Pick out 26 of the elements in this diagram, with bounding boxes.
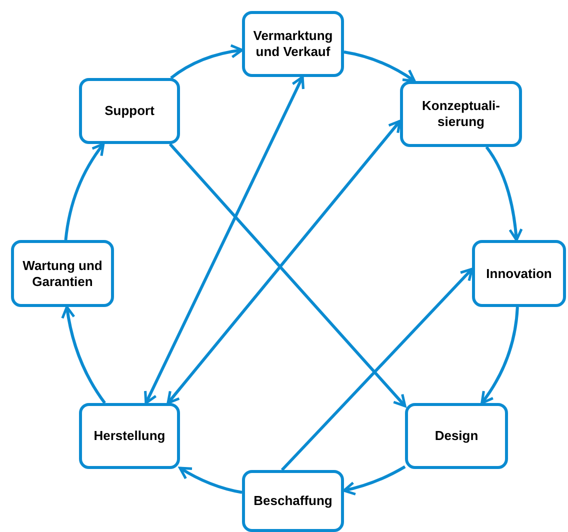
box-label: Innovation: [486, 266, 552, 282]
arrow: [178, 466, 242, 494]
box-label: Konzeptuali- sierung: [421, 98, 501, 130]
process-box: [79, 403, 180, 469]
arrow: [61, 306, 106, 404]
box-label: Wartung und Garantien: [22, 258, 104, 290]
process-box: [242, 11, 344, 77]
arrow: [485, 146, 523, 242]
box-label: Herstellung: [94, 428, 166, 444]
process-box: [400, 81, 522, 147]
arrow: [170, 44, 244, 80]
box-label: Design: [434, 428, 478, 444]
process-box: [472, 240, 566, 307]
arrow: [344, 50, 416, 82]
arrow: [64, 142, 105, 240]
process-box: [79, 78, 180, 144]
process-box: [242, 470, 344, 532]
arrow: [480, 306, 519, 404]
box-label: Beschaffung: [254, 493, 332, 509]
box-label: Vermarktung und Verkauf: [252, 28, 334, 60]
arrow: [144, 76, 305, 404]
process-box: [11, 240, 114, 307]
box-label: Support: [104, 103, 154, 119]
arrow: [280, 268, 474, 472]
process-box: [405, 403, 508, 469]
arrow: [342, 465, 406, 496]
